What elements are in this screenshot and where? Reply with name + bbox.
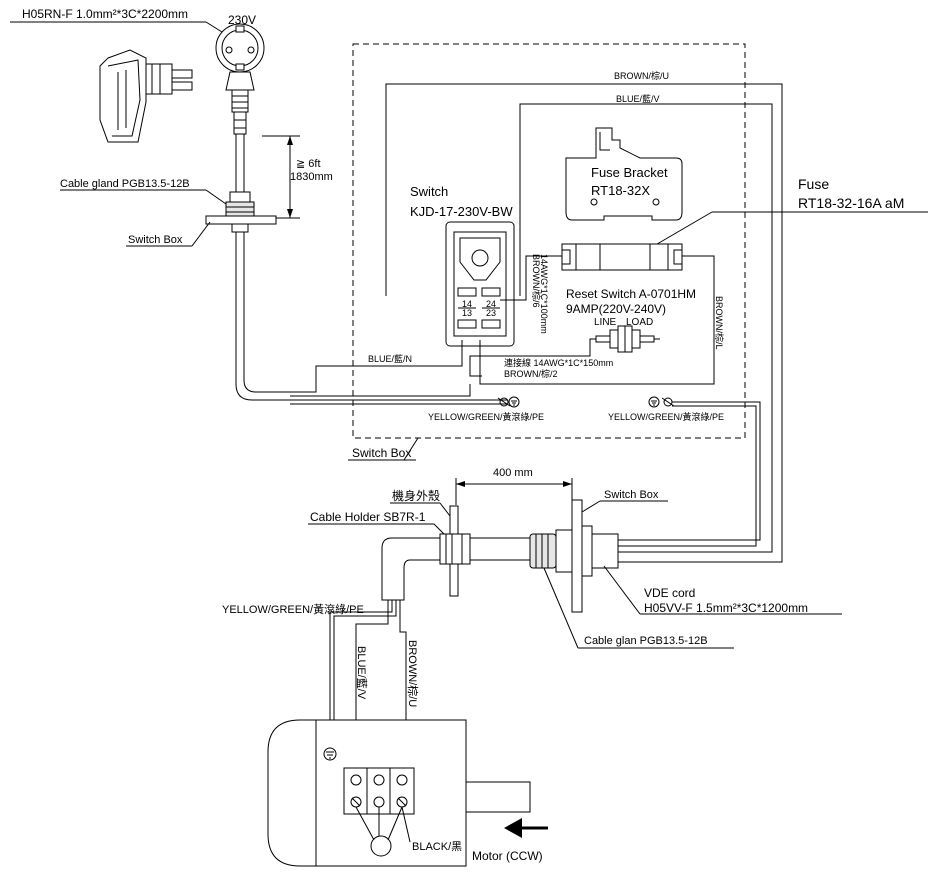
schuko-plug-front-icon: [215, 23, 265, 135]
fuse-body: [561, 243, 683, 271]
motor-leads: YELLOW/GREEN/黃滾綠/PE BLUE/藍/V BROWN/棕/U: [222, 600, 420, 770]
vde-cord-label: VDE cord: [644, 586, 695, 600]
blue-v-motor-label: BLUE/藍/V: [355, 646, 368, 700]
wire-blue-n-label: BLUE/藍/N: [368, 353, 412, 364]
vde-spec-label: H05VV-F 1.5mm²*3C*1200mm: [644, 601, 808, 615]
switch-title-label: Switch: [410, 184, 448, 199]
reset-switch: Reset Switch A-0701HM 9AMP(220V-240V) LI…: [469, 287, 696, 377]
terminal-23: 23: [486, 308, 496, 318]
reset-switch-label: Reset Switch A-0701HM: [566, 287, 696, 301]
motor: BLACK/黑 Motor (CCW): [267, 719, 543, 867]
black-label: BLACK/黑: [412, 840, 462, 853]
wire-blue-v: BLUE/藍/V: [519, 93, 773, 553]
line-label: LINE: [594, 317, 617, 328]
power-cord-label-group: H05RN-F 1.0mm²*3C*2200mm 230V: [10, 7, 256, 33]
yg-pe-left-label: YELLOW/GREEN/黃滾綠/PE: [428, 411, 544, 422]
cable-glan-bottom-label: Cable glan PGB13.5-12B: [584, 635, 708, 647]
reset-rating-label: 9AMP(220V-240V): [566, 302, 666, 316]
switch-box-right-label: Switch Box: [604, 489, 659, 501]
ground-wires: YELLOW/GREEN/黃滾綠/PE YELLOW/GREEN/黃滾綠/PE: [290, 396, 761, 547]
rotation-arrow-icon: [504, 818, 548, 838]
fuse-bracket-model-label: RT18-32X: [591, 183, 650, 198]
dim-400-label: 400 mm: [493, 467, 533, 479]
wire-14awg-100-label: 14AWG*1C*100mm: [539, 254, 549, 334]
wire-brown-u-label: BROWN/棕/U: [614, 70, 669, 81]
switch-box-top-label-group: Switch Box: [126, 221, 211, 247]
cable-gland-top: Cable gland PGB13.5-12B: [60, 178, 277, 233]
ground-symbol-icon: [497, 397, 511, 407]
wire-brown-l: BROWN/棕/L: [479, 255, 725, 385]
terminal-13: 13: [462, 308, 472, 318]
switch-box-top-label: Switch Box: [128, 234, 183, 246]
switch-model-label: KJD-17-230V-BW: [410, 204, 513, 219]
cable-gland-bottom: Cable glan PGB13.5-12B: [529, 499, 734, 649]
fuse-label: Fuse: [798, 176, 829, 192]
length-dimension: ≧ 6ft 1830mm: [262, 135, 333, 219]
wire-cord-brown: [290, 384, 471, 397]
voltage-label: 230V: [228, 13, 256, 27]
switch-box-bottom-label-group: Switch Box: [348, 437, 419, 461]
cable-holder: Cable Holder SB7R-1: [308, 510, 471, 565]
motor-label: Motor (CCW): [472, 849, 543, 863]
fuse-label-group: Fuse RT18-32-16A aM: [639, 176, 928, 255]
yg-pe-right-label: YELLOW/GREEN/黃滾綠/PE: [608, 411, 724, 422]
cable-holder-label: Cable Holder SB7R-1: [310, 510, 426, 524]
wire-brown-6-label: BROWN/棕/6: [531, 254, 542, 308]
load-label: LOAD: [626, 317, 653, 328]
internal-cord: [235, 232, 290, 401]
schuko-plug-side-icon: [99, 49, 193, 143]
yg-pe-motor-label: YELLOW/GREEN/黃滾綠/PE: [222, 602, 364, 616]
switch-box-outline: [352, 43, 746, 439]
jumper-label: 連接線 14AWG*1C*150mm: [504, 357, 613, 368]
wire-brown-l-label: BROWN/棕/L: [714, 296, 725, 350]
switch-box-right-label-group: Switch Box: [581, 489, 668, 513]
switch-box-bottom-label: Switch Box: [352, 446, 411, 460]
length-min-label: ≧ 6ft: [296, 158, 321, 170]
power-cord: [235, 134, 245, 192]
wire-brown-6: BROWN/棕/6 14AWG*1C*100mm: [500, 254, 562, 334]
fuse-bracket-label: Fuse Bracket: [591, 165, 668, 180]
wire-brown-u: BROWN/棕/U: [385, 70, 783, 563]
length-mm-label: 1830mm: [290, 171, 333, 183]
cable-gland-top-label: Cable gland PGB13.5-12B: [60, 178, 190, 190]
dimension-400: 400 mm: [455, 467, 573, 505]
terminal-24: 24: [486, 299, 496, 309]
wire-blue-n: BLUE/藍/N: [290, 340, 463, 393]
ground-symbol-motor-icon: [323, 747, 337, 761]
wire-brown-2-label: BROWN/棕/2: [504, 368, 558, 379]
vde-cable: [381, 537, 530, 601]
rocker-switch: Switch KJD-17-230V-BW 14 13 24 23: [410, 184, 515, 347]
wire-blue-v-label: BLUE/藍/V: [616, 93, 660, 104]
brown-u-motor-label: BROWN/棕/U: [406, 640, 420, 707]
ground-symbol-right-icon: [661, 397, 675, 407]
fuse-bracket: Fuse Bracket RT18-32X: [565, 127, 683, 221]
housing-label: 機身外殼: [392, 488, 440, 503]
power-cord-label: H05RN-F 1.0mm²*3C*2200mm: [22, 7, 188, 21]
fuse-model-label: RT18-32-16A aM: [798, 195, 904, 211]
jumper-label-group: 連接線 14AWG*1C*150mm BROWN/棕/2: [504, 357, 613, 379]
terminal-14: 14: [462, 299, 472, 309]
vde-cord-label-group: VDE cord H05VV-F 1.5mm²*3C*1200mm: [603, 565, 842, 615]
